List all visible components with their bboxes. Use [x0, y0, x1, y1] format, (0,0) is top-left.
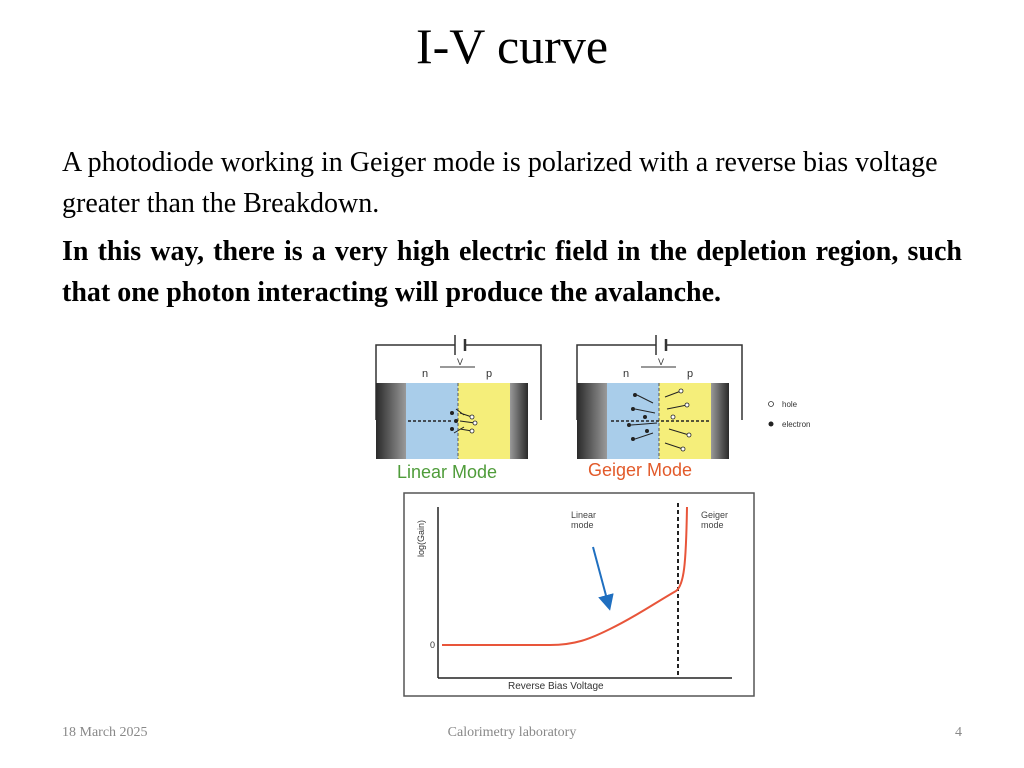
- voltage-label: V: [658, 357, 664, 367]
- gain-curve: [442, 506, 688, 646]
- p-region: [458, 383, 510, 459]
- p-label: p: [687, 368, 693, 380]
- y-axis-label: log(Gain): [416, 520, 426, 557]
- photodiode-diagram: V n p Linear Mode V n p: [375, 335, 810, 697]
- linear-mode-caption: Linear Mode: [397, 462, 497, 482]
- paragraph-bold: In this way, there is a very high electr…: [62, 236, 962, 308]
- paragraph-intro: A photodiode working in Geiger mode is p…: [62, 147, 938, 219]
- y-zero-label: 0: [430, 640, 435, 650]
- legend: hole electron: [768, 400, 810, 429]
- hole-marker: [768, 401, 774, 407]
- legend-electron: electron: [782, 420, 810, 429]
- linear-mode-annotation-line1: Linear: [571, 510, 596, 520]
- electron-marker: [768, 421, 774, 427]
- linear-mode-panel: V n p Linear Mode: [375, 335, 542, 482]
- left-electrode: [577, 383, 607, 459]
- geiger-mode-annotation-line1: Geiger: [701, 510, 728, 520]
- slide-title: I-V curve: [415, 18, 609, 74]
- voltage-label: V: [457, 357, 463, 367]
- p-label: p: [486, 368, 492, 380]
- n-label: n: [422, 368, 428, 380]
- n-label: n: [623, 368, 629, 380]
- legend-hole: hole: [782, 400, 798, 409]
- footer-title: Calorimetry laboratory: [447, 725, 577, 740]
- left-electrode: [376, 383, 406, 459]
- page-number: 4: [955, 725, 962, 740]
- right-electrode: [711, 383, 729, 459]
- geiger-mode-caption: Geiger Mode: [588, 460, 692, 480]
- x-axis-label: Reverse Bias Voltage: [508, 681, 604, 692]
- right-electrode: [510, 383, 528, 459]
- geiger-mode-panel: V n p Geiger Mode: [576, 335, 743, 480]
- geiger-mode-annotation-line2: mode: [701, 520, 724, 530]
- gain-plot: log(Gain) 0 Reverse Bias Voltage Linear …: [403, 492, 755, 697]
- footer-date: 18 March 2025: [62, 725, 148, 740]
- linear-mode-arrow: [592, 546, 614, 611]
- plot-frame: [403, 492, 755, 697]
- linear-mode-annotation-line2: mode: [571, 520, 594, 530]
